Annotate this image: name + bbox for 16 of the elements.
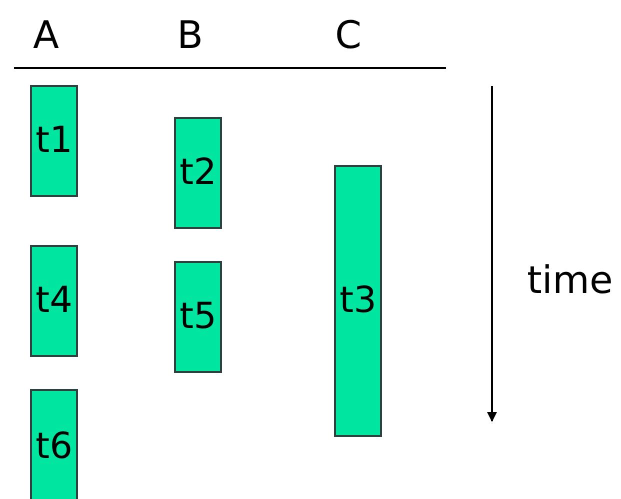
task-bar: [30, 389, 78, 499]
task-bar: [174, 261, 222, 373]
task-label: t5: [179, 299, 217, 335]
column-heading: A: [33, 16, 59, 54]
task-label: t6: [35, 428, 73, 464]
task-label: t1: [35, 123, 73, 159]
task-bar: [30, 245, 78, 357]
task-bar: [174, 117, 222, 229]
task-label: t4: [35, 283, 73, 319]
task-bar: [334, 165, 382, 437]
task-bar: [30, 85, 78, 197]
axis-label: time: [527, 261, 613, 299]
column-heading: B: [177, 16, 204, 54]
task-label: t2: [179, 155, 217, 191]
task-label: t3: [339, 283, 377, 319]
column-heading: C: [335, 16, 362, 54]
